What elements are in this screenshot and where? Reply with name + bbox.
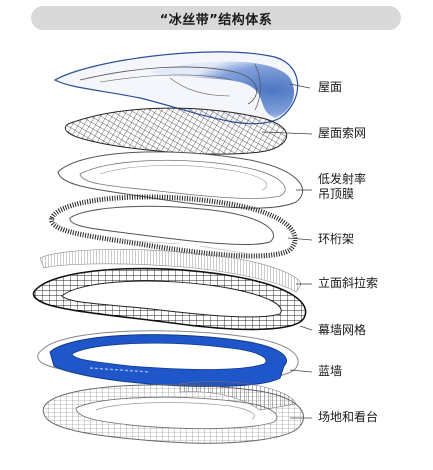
leader-blue-wall — [289, 369, 313, 373]
roof-layer — [53, 51, 299, 125]
label-field-and-stands: 场地和看台 — [318, 410, 379, 424]
leader-roof-cable-net — [261, 131, 313, 135]
facade-cables-layer — [39, 239, 302, 293]
leader-lines — [261, 83, 313, 419]
roof-cable-net-layer — [64, 107, 287, 155]
label-ring-truss: 环桁架 — [318, 232, 355, 246]
curtain-wall-grid-layer — [32, 267, 307, 331]
blue-wall-layer — [37, 330, 299, 387]
label-facade-cables: 立面斜拉索 — [318, 276, 379, 290]
label-blue-wall: 蓝墙 — [318, 364, 343, 378]
field-and-stands-layer — [42, 381, 304, 444]
title-bar: “冰丝带”结构体系 — [31, 6, 401, 30]
leader-roof — [289, 83, 311, 89]
label-roof-cable-net: 屋面索网 — [318, 126, 367, 140]
label-roof: 屋面 — [318, 80, 343, 94]
diagram-title: “冰丝带”结构体系 — [159, 12, 273, 28]
ring-truss-layer — [49, 194, 298, 259]
label-ceiling-membrane: 低发射率 吊顶膜 — [318, 172, 367, 201]
ceiling-membrane-layer — [57, 151, 304, 209]
label-curtain-wall-grid: 幕墙网格 — [318, 323, 367, 337]
leader-curtain-wall — [299, 325, 313, 331]
leader-ring-truss — [287, 237, 313, 241]
